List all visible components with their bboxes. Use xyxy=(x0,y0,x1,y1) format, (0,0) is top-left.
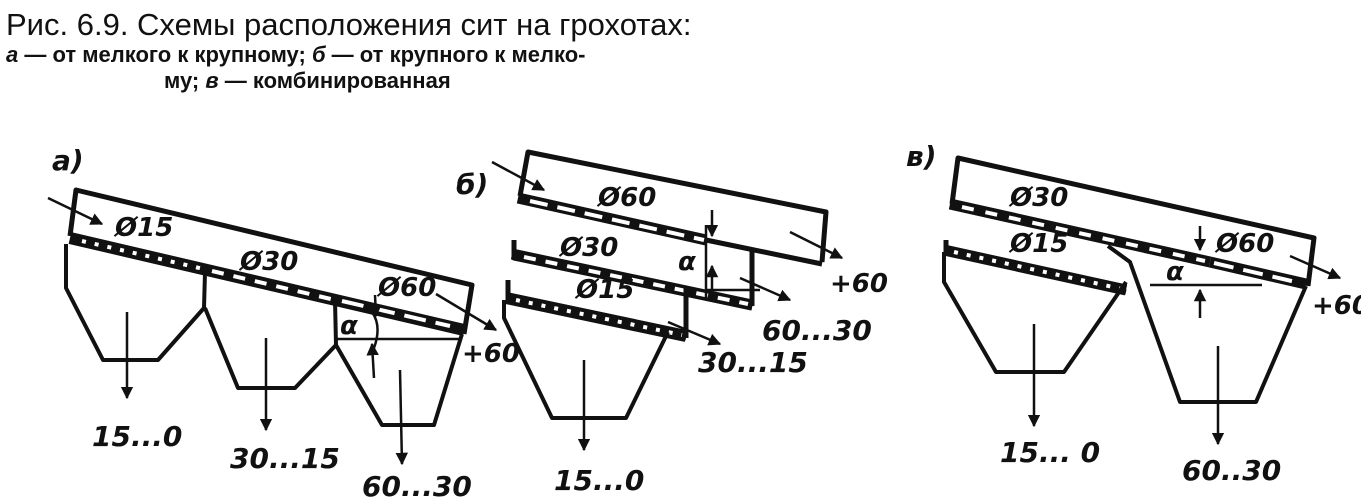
panel-a-angle-arrow-down xyxy=(369,294,382,318)
panel-c-output-oversize: +60 xyxy=(1312,291,1361,321)
panel-c-hopper-1 xyxy=(942,252,1128,374)
panel-b-mid-arrow xyxy=(739,276,792,302)
panel-c-sieve-holes-15 xyxy=(953,250,1123,291)
panel-c-sieve-holes-60 xyxy=(1213,261,1301,285)
panel-a-label: а) xyxy=(52,144,84,177)
panel-c-label: в) xyxy=(906,140,937,173)
panel-c: в) Ø30 Ø15 Ø60 α +60 15... 0 60..30 xyxy=(906,140,1361,487)
panel-c-sieve-label-3: Ø60 xyxy=(1214,229,1274,259)
caption-line-2: му; в — комбинированная xyxy=(106,68,691,94)
panel-c-sieve-label-1: Ø30 xyxy=(1008,183,1068,213)
panel-b-sieve-holes-30 xyxy=(523,255,749,306)
panel-b-output-oversize: +60 xyxy=(830,269,888,299)
panel-a-output-arrow-3 xyxy=(395,369,409,466)
panel-b-output-undersize: 15...0 xyxy=(554,464,644,497)
caption-a-text: — от мелкого к крупному; xyxy=(18,42,312,67)
panel-c-output-1: 15... 0 xyxy=(1000,436,1100,469)
panel-c-cover xyxy=(949,155,1317,287)
panel-b-oversize-arrow xyxy=(789,230,844,260)
panel-a-sieve-holes-60 xyxy=(341,299,451,328)
panel-a-sieve-label-3: Ø60 xyxy=(376,273,436,303)
panel-b-output-fine: 30...15 xyxy=(698,346,808,379)
panel-c-output-2: 60..30 xyxy=(1182,454,1281,487)
panel-a-output-1: 15...0 xyxy=(92,420,182,453)
panel-a-feed-arrow xyxy=(47,196,104,226)
panel-a-angle-arrow-up xyxy=(366,342,379,379)
panel-b-label: б) xyxy=(456,168,488,201)
panel-b-feed-arrow xyxy=(491,160,546,192)
caption-title: Рис. 6.9. Схемы расположения сит на грох… xyxy=(6,7,692,42)
panel-b-hopper xyxy=(502,300,670,420)
caption-b-text: — от крупного к мелко- xyxy=(325,42,586,67)
panel-a-angle-label: α xyxy=(340,311,358,341)
panel-a-hopper-2 xyxy=(203,299,338,390)
caption-letter-b: б xyxy=(311,42,326,67)
caption-c-text: — комбинированная xyxy=(218,68,451,93)
caption-letter-a: а xyxy=(6,42,19,67)
panel-b-fine-arrow xyxy=(667,320,722,346)
panel-a-sieve-holes-15 xyxy=(81,239,209,272)
panel-a-sieve-label-2: Ø30 xyxy=(238,247,298,277)
panel-a-output-3: 60...30 xyxy=(362,470,472,500)
panel-b-sieve-holes-15 xyxy=(515,298,683,337)
panel-b-cover xyxy=(517,149,829,263)
panel-a-oversize-arrow xyxy=(435,292,498,332)
caption-letter-c: в xyxy=(205,68,219,93)
panel-a-sieve-label-1: Ø15 xyxy=(113,213,173,243)
panel-b: б) Ø60 Ø30 Ø15 α +60 60... xyxy=(456,149,888,497)
panel-b-output-mid: 60...30 xyxy=(762,314,872,347)
panel-a-cover xyxy=(67,187,475,335)
panel-a: а) Ø15 Ø30 Ø60 α +60 15...0 3 xyxy=(47,144,520,500)
panel-b-angle-label: α xyxy=(678,247,696,277)
panel-b-sieve-label-1: Ø60 xyxy=(596,183,656,213)
panel-b-deck-60-extension xyxy=(705,237,823,267)
caption-line2-text: му; xyxy=(164,68,206,93)
panel-c-sieve-label-2: Ø15 xyxy=(1008,229,1068,259)
panel-b-sieve-label-2: Ø30 xyxy=(558,233,618,263)
figure-caption: Рис. 6.9. Схемы расположения сит на грох… xyxy=(6,8,691,94)
panel-a-angle-arc xyxy=(370,311,379,349)
panel-c-oversize-arrow xyxy=(1289,254,1342,280)
panel-a-output-oversize: +60 xyxy=(462,339,520,369)
panel-a-output-2: 30...15 xyxy=(230,442,340,475)
panel-a-hopper-1 xyxy=(64,244,207,362)
caption-line-1: а — от мелкого к крупному; б — от крупно… xyxy=(6,42,691,68)
panel-c-sieve-holes-30 xyxy=(961,205,1206,263)
panel-b-sieve-label-3: Ø15 xyxy=(574,275,634,305)
panel-a-hopper-3 xyxy=(334,333,464,427)
panel-c-angle-label: α xyxy=(1166,257,1184,287)
panel-c-hopper-2 xyxy=(1106,244,1308,404)
panel-b-sieve-holes-60 xyxy=(529,199,705,242)
